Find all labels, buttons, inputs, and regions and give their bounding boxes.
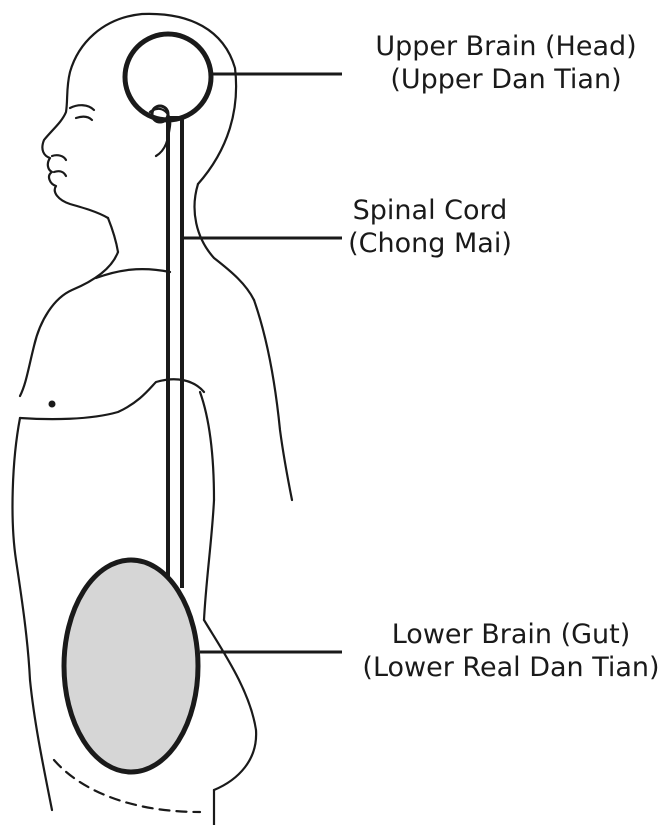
jaw	[108, 218, 118, 252]
lower-brain-label: Lower Brain (Gut) (Lower Real Dan Tian)	[356, 618, 666, 684]
arm-front	[200, 392, 214, 500]
lower-brain-label-line1: Lower Brain (Gut)	[356, 618, 666, 651]
upper-brain-circle	[125, 34, 211, 120]
arm-back	[254, 300, 292, 500]
back-neck	[195, 184, 254, 300]
buttock	[204, 620, 256, 790]
spinal-cord-label-line2: (Chong Mai)	[320, 227, 540, 260]
face-details	[52, 155, 66, 176]
front-torso	[13, 418, 52, 810]
back-torso	[204, 500, 214, 620]
lower-brain-ellipse	[64, 560, 198, 772]
spinal-cord-label: Spinal Cord (Chong Mai)	[320, 194, 540, 260]
spinal-cord-label-line1: Spinal Cord	[320, 194, 540, 227]
eye	[70, 105, 94, 120]
lower-brain-label-line2: (Lower Real Dan Tian)	[356, 651, 666, 684]
spinal-cord	[168, 118, 182, 588]
collarbone	[96, 269, 170, 278]
upper-brain-label-line2: (Upper Dan Tian)	[346, 63, 666, 96]
pectoral	[20, 379, 204, 419]
nipple	[49, 401, 56, 408]
upper-brain-label-line1: Upper Brain (Head)	[346, 30, 666, 63]
front-neck	[20, 252, 118, 396]
upper-brain-label: Upper Brain (Head) (Upper Dan Tian)	[346, 30, 666, 96]
